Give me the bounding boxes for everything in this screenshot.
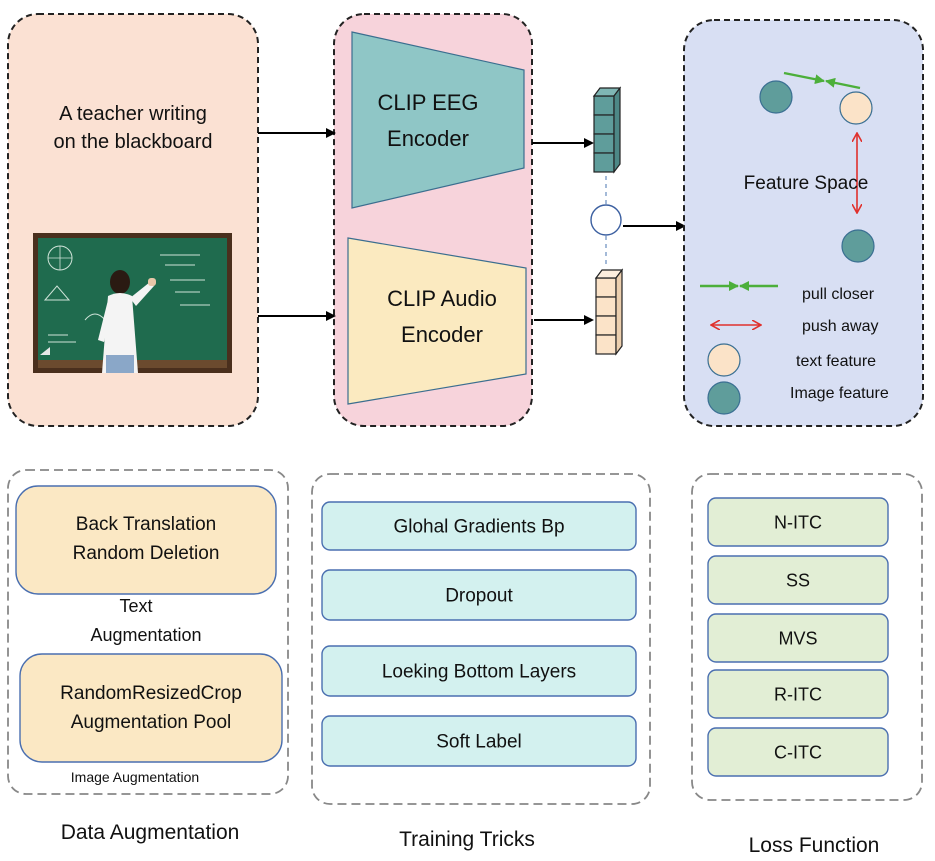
image-feature-point-1 bbox=[759, 80, 793, 114]
eeg-embedding-column bbox=[592, 86, 622, 174]
loss-item-label: C-ITC bbox=[774, 742, 822, 762]
training-trick-item-box bbox=[321, 715, 637, 767]
image-aug-line1: RandomResizedCrop bbox=[60, 683, 242, 704]
teacher-blackboard-image bbox=[33, 233, 232, 373]
pull-closer-indicator bbox=[783, 71, 861, 90]
eeg-encoder-label-line2: Encoder bbox=[387, 126, 469, 151]
loss-item-label: R-ITC bbox=[774, 684, 822, 704]
legend-text-label: text feature bbox=[796, 353, 876, 370]
image-augmentation-label: Image Augmentation bbox=[71, 769, 199, 785]
legend-image-label: Image feature bbox=[790, 385, 889, 402]
loss-function-panel bbox=[691, 473, 923, 801]
image-aug-line2: Augmentation Pool bbox=[71, 712, 232, 733]
training-trick-item-label: Loeking Bottom Layers bbox=[382, 662, 576, 683]
loss-item-label: MVS bbox=[778, 628, 817, 648]
loss-item-box bbox=[707, 555, 889, 605]
eeg-encoder-shape bbox=[351, 31, 525, 209]
loss-item-box bbox=[707, 727, 889, 777]
text-augmentation-label-line2: Augmentation bbox=[90, 625, 201, 645]
training-trick-item-label: Dropout bbox=[445, 586, 513, 607]
audio-encoder-label-line2: Encoder bbox=[401, 322, 483, 347]
image-augmentation-box bbox=[19, 653, 283, 763]
audio-encoder-shape bbox=[347, 237, 527, 405]
text-augmentation-label-line1: Text bbox=[119, 596, 152, 616]
training-trick-item-box bbox=[321, 569, 637, 621]
feature-space-title: Feature Space bbox=[744, 173, 869, 194]
audio-embedding-column bbox=[594, 268, 624, 356]
loss-item-box bbox=[707, 497, 889, 547]
text-feature-point bbox=[839, 91, 873, 125]
training-tricks-panel bbox=[311, 473, 651, 805]
text-aug-line1: Back Translation bbox=[76, 514, 216, 535]
image-feature-point-2 bbox=[841, 229, 875, 263]
text-augmentation-box bbox=[15, 485, 277, 595]
training-trick-item-box bbox=[321, 645, 637, 697]
loss-function-list: N-ITC SS MVS R-ITC C-ITC bbox=[707, 497, 889, 777]
fusion-node bbox=[590, 204, 622, 236]
loss-item-box bbox=[707, 669, 889, 719]
data-augmentation-title: Data Augmentation bbox=[61, 821, 240, 844]
training-trick-item-label: Glohal Gradients Bp bbox=[393, 517, 564, 538]
loss-item-box bbox=[707, 613, 889, 663]
audio-encoder-label-line1: CLIP Audio bbox=[387, 286, 497, 311]
text-aug-line2: Random Deletion bbox=[73, 543, 220, 564]
loss-function-title: Loss Function bbox=[749, 834, 880, 857]
training-trick-item-box bbox=[321, 501, 637, 551]
eeg-encoder-label-line1: CLIP EEG bbox=[377, 90, 478, 115]
loss-item-label: SS bbox=[786, 570, 810, 590]
legend-push-label: push away bbox=[802, 318, 879, 335]
caption-line1: A teacher writing bbox=[59, 103, 207, 125]
training-tricks-title: Training Tricks bbox=[399, 828, 535, 851]
feature-space-legend: pull closer push away text feature Image… bbox=[700, 281, 889, 415]
loss-item-label: N-ITC bbox=[774, 512, 822, 532]
training-trick-item-label: Soft Label bbox=[436, 732, 522, 753]
legend-pull-label: pull closer bbox=[802, 286, 875, 303]
caption-line2: on the blackboard bbox=[53, 131, 212, 153]
